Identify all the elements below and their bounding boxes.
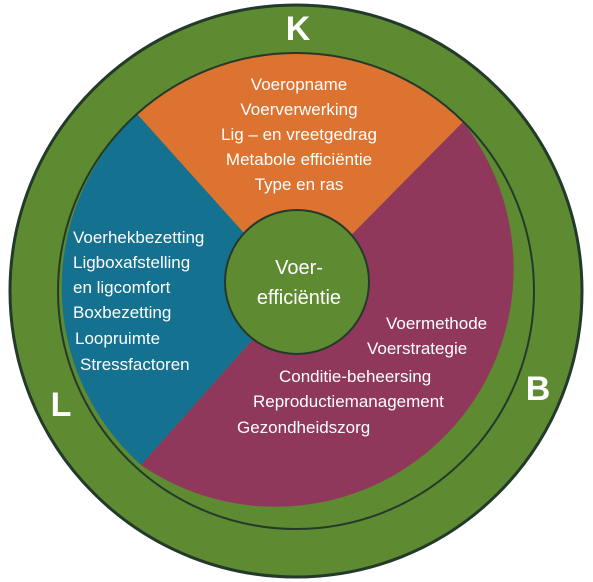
- top-item: Lig – en vreetgedrag: [221, 125, 377, 144]
- top-item: Type en ras: [255, 175, 344, 194]
- left-item: Ligboxafstelling: [73, 253, 190, 272]
- center-circle: [224, 209, 370, 355]
- left-item: en ligcomfort: [73, 278, 171, 297]
- left-item: Boxbezetting: [73, 303, 171, 322]
- letter-l: L: [51, 386, 72, 424]
- center-label-line1: Voer-: [275, 257, 323, 279]
- right-item: Reproductiemanagement: [253, 392, 444, 411]
- segment-left-locatie: [61, 114, 297, 465]
- letter-b: B: [526, 370, 551, 408]
- segment-top-kennis: [137, 53, 463, 291]
- right-item: Voermethode: [386, 314, 487, 333]
- top-item: Voerverwerking: [240, 100, 357, 119]
- right-item: Gezondheidszorg: [237, 418, 370, 437]
- right-item: Voerstrategie: [367, 339, 467, 358]
- letter-k: K: [286, 10, 311, 48]
- inner-disc-outline: [57, 52, 535, 530]
- top-item: Voeropname: [251, 75, 347, 94]
- right-item: Conditie-beheersing: [279, 367, 431, 386]
- left-item: Stressfactoren: [80, 355, 190, 374]
- left-item: Voerhekbezetting: [73, 228, 204, 247]
- center-label-line2: efficiëntie: [257, 287, 341, 309]
- left-item: Loopruimte: [75, 329, 160, 348]
- top-item: Metabole efficiëntie: [226, 150, 372, 169]
